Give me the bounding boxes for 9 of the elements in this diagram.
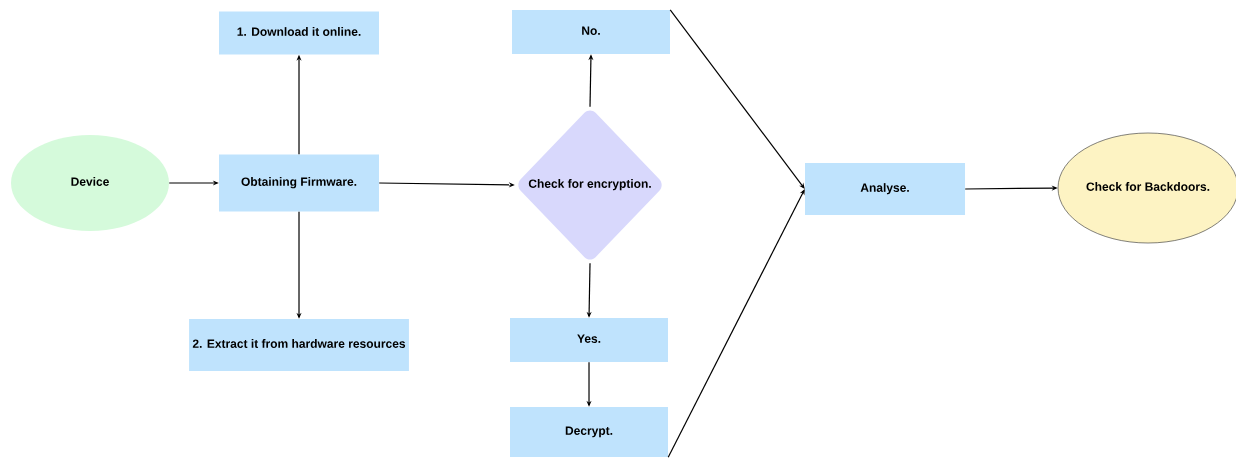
process-box: No. (512, 10, 670, 54)
arrow (667, 189, 805, 458)
process-box: Analyse. (805, 163, 965, 215)
process-box: 2. Extract it from hardware resources (189, 319, 409, 371)
process-box: Obtaining Firmware. (219, 154, 379, 212)
process-box: 1. Download it online. (219, 11, 379, 55)
process-box: Yes. (510, 318, 668, 362)
process-box: Decrypt. (510, 407, 668, 457)
arrow (669, 9, 805, 189)
